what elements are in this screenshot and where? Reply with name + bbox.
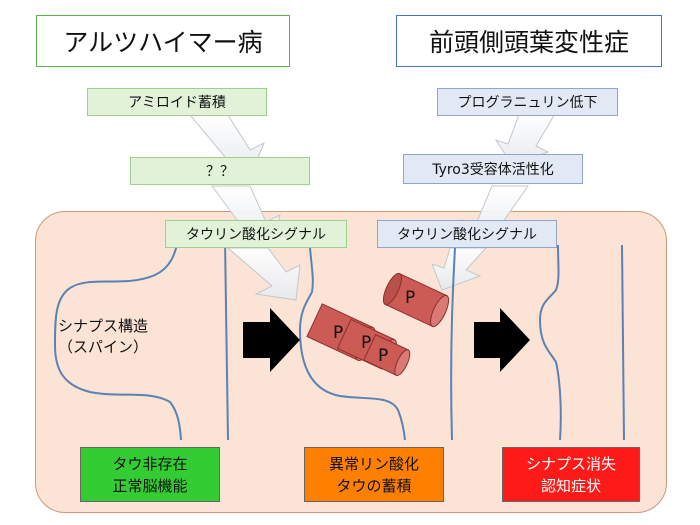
tau-cylinder-3 [363, 334, 411, 376]
progress-arrow-2 [474, 308, 530, 372]
outcome-normal-box: タウ非存在 正常脳機能 [80, 447, 220, 502]
outcome-loss-line2: 認知症状 [540, 476, 601, 495]
flow-arrow-right-3 [431, 247, 488, 291]
outcome-loss-line1: シナプス消失 [525, 454, 616, 473]
outcome-abnormal-box: 異常リン酸化 タウの蓄積 [304, 447, 444, 502]
dendrite-line-normal [224, 239, 229, 441]
title-alzheimer: アルツハイマー病 [36, 15, 290, 67]
tyro3-activation-box: Tyro3受容体活性化 [403, 154, 583, 184]
outcome-normal-line1: タウ非存在 [112, 454, 188, 473]
flow-arrow-left-3 [226, 247, 301, 301]
outcome-abnormal-line2: タウの蓄積 [336, 476, 412, 495]
amyloid-accumulation-box: アミロイド蓄積 [87, 88, 267, 116]
spine-membrane-abnormal [298, 247, 406, 441]
progranulin-decrease-box: プログラニュリン低下 [437, 88, 618, 116]
unknown-step-box: ？？ [130, 157, 310, 185]
phospho-label-1: P [333, 323, 344, 343]
outcome-loss-box: シナプス消失 認知症状 [502, 447, 640, 502]
synapse-label-line2: （スパイン） [58, 338, 149, 356]
spine-membrane-normal [53, 239, 182, 441]
phospho-label-3: P [378, 346, 389, 366]
tau-cylinder-4 [382, 272, 450, 328]
synapse-structure-label: シナプス構造 （スパイン） [58, 316, 148, 358]
phospho-label-2: P [361, 333, 372, 353]
dendrite-line-abnormal [450, 247, 456, 441]
outcome-abnormal-line1: 異常リン酸化 [328, 454, 419, 473]
synapse-label-line1: シナプス構造 [58, 317, 149, 335]
tau-phosphorylation-signal-left-box: タウリン酸化シグナル [165, 220, 347, 248]
progress-arrow-1 [243, 308, 300, 372]
outcome-normal-line2: 正常脳機能 [112, 476, 188, 495]
phospho-label-4: P [405, 288, 416, 308]
tau-phosphorylation-signal-right-box: タウリン酸化シグナル [377, 220, 557, 248]
dendrite-line-loss [621, 244, 625, 441]
title-ftld: 前頭側頭葉変性症 [396, 15, 662, 67]
membrane-loss [538, 244, 562, 441]
